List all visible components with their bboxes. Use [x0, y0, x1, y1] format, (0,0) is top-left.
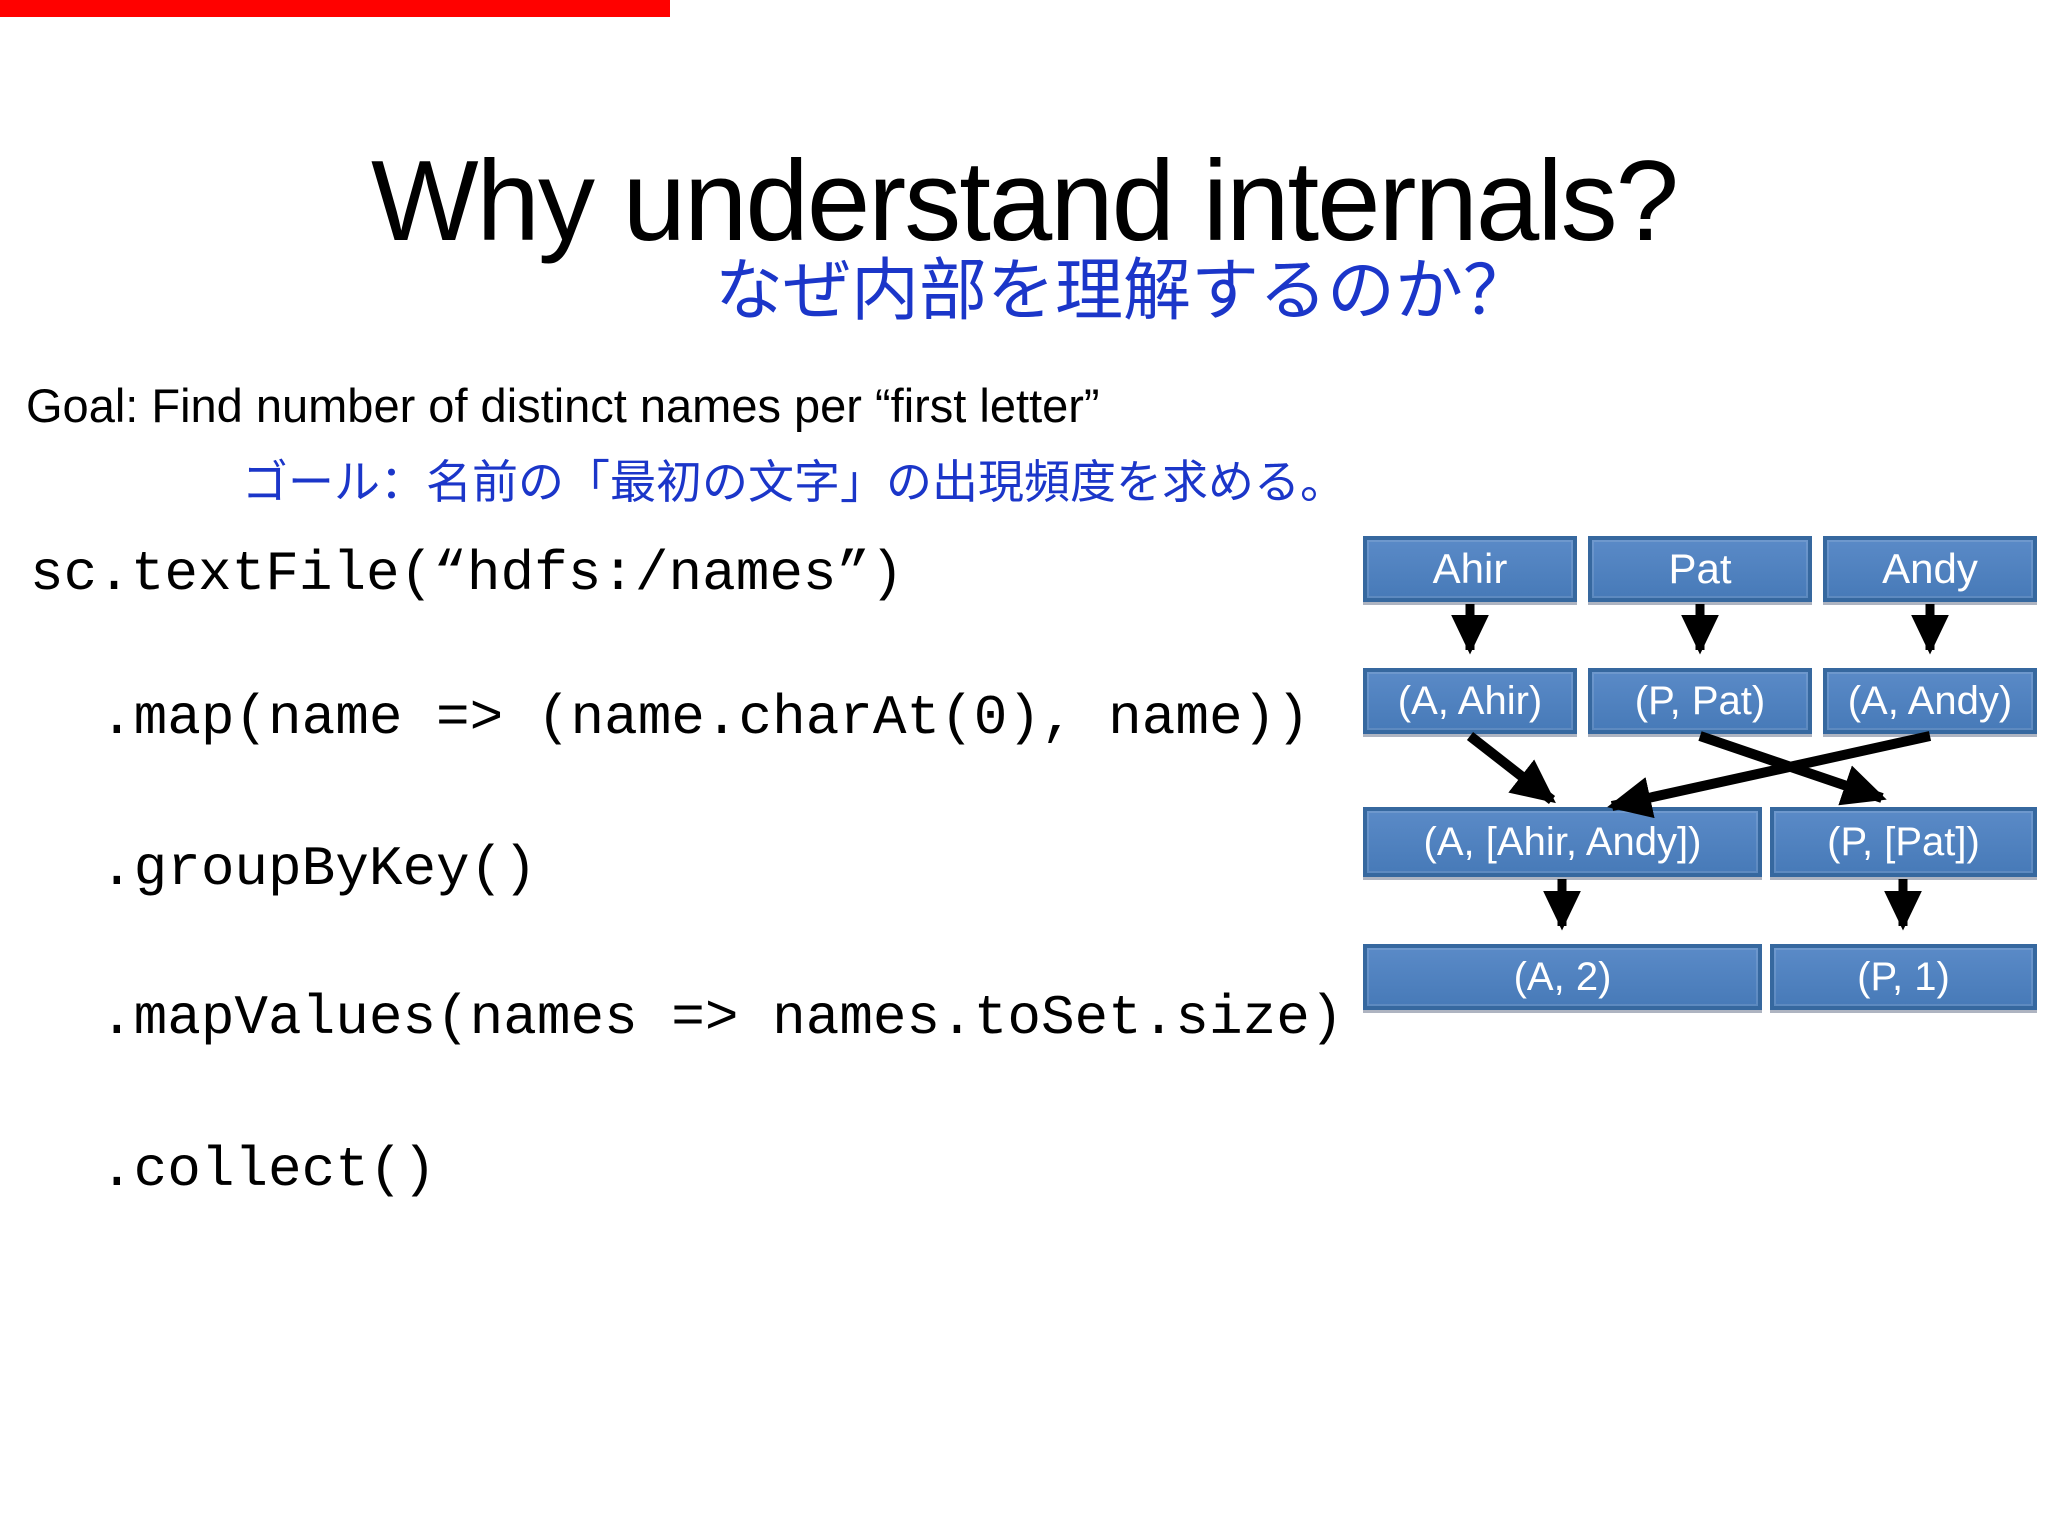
arrow-shuffle-a2 — [1607, 731, 1932, 819]
diagram-box-pair-ahir: (A, Ahir) — [1363, 668, 1577, 734]
code-line-groupbykey: .groupByKey() — [100, 837, 537, 901]
diagram-box-pair-andy: (A, Andy) — [1823, 668, 2037, 734]
code-line-collect: .collect() — [100, 1138, 437, 1202]
arrow-shuffle-p — [1698, 731, 1887, 806]
arrow-shuffle-a1 — [1466, 732, 1556, 804]
diagram-box-pair-pat: (P, Pat) — [1588, 668, 1812, 734]
diagram-box-group-a: (A, [Ahir, Andy]) — [1363, 807, 1762, 877]
code-line-mapvalues: .mapValues(names => names.toSet.size) — [100, 986, 1344, 1050]
slide-title: Why understand internals? — [370, 138, 1679, 265]
diagram-box-group-p: (P, [Pat]) — [1770, 807, 2037, 877]
goal-text-english: Goal: Find number of distinct names per … — [26, 379, 1100, 432]
diagram-box-name-ahir: Ahir — [1363, 536, 1577, 602]
code-line-textfile: sc.textFile(“hdfs:/names”) — [30, 542, 904, 606]
diagram-box-name-pat: Pat — [1588, 536, 1812, 602]
slide-subtitle-japanese: なぜ内部を理解するのか？ — [714, 253, 1532, 329]
code-line-map: .map(name => (name.charAt(0), name)) — [100, 686, 1310, 750]
diagram-box-result-a: (A, 2) — [1363, 944, 1762, 1010]
diagram-box-name-andy: Andy — [1823, 536, 2037, 602]
goal-text-japanese: ゴール：名前の「最初の文字」の出現頻度を求める。 — [242, 456, 1346, 508]
video-progress-bar — [0, 0, 670, 17]
diagram-box-result-p: (P, 1) — [1770, 944, 2037, 1010]
